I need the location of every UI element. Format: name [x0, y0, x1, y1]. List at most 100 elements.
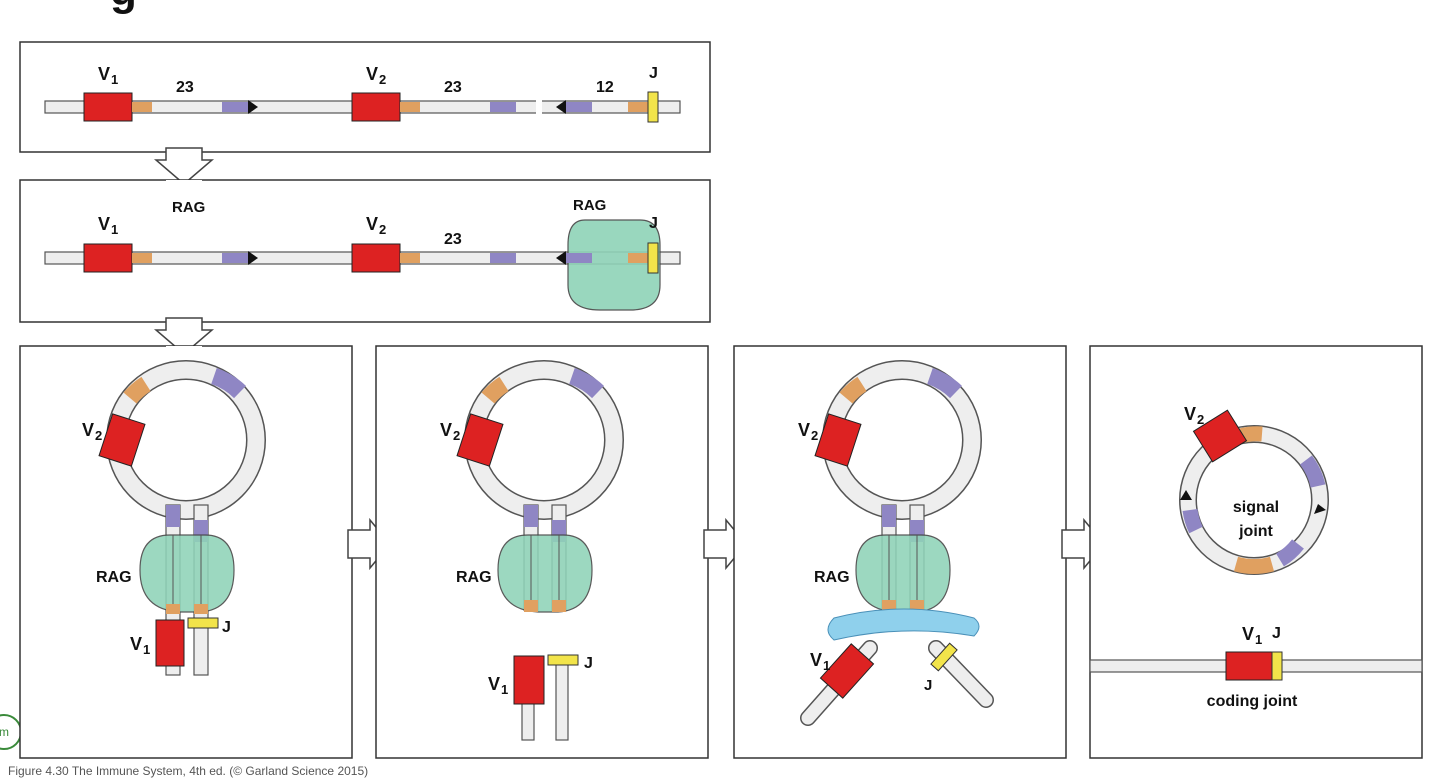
v1-label: V: [98, 214, 110, 234]
rss-arrow-icon: [556, 251, 566, 265]
v2-segment: [814, 413, 862, 467]
nonamer: [222, 102, 248, 112]
arrow-down-icon: [153, 317, 215, 355]
nonamer: [566, 102, 592, 112]
v1-subscript: 1: [1255, 632, 1262, 647]
rag-label: RAG: [573, 197, 606, 214]
rag-label: RAG: [456, 569, 492, 586]
panel-4: V 2 RAG V 1 J: [375, 345, 709, 759]
dna-end: [555, 659, 569, 741]
figure-caption: Figure 4.30 The Immune System, 4th ed. (…: [8, 764, 369, 778]
v1-segment: [513, 655, 545, 705]
rag-complex: [567, 219, 661, 311]
v2-label: V: [1184, 404, 1196, 424]
v1-label: V: [1242, 624, 1254, 644]
v1-subscript: 1: [111, 222, 118, 237]
v1-segment: [83, 243, 133, 273]
v2-segment: [456, 413, 504, 467]
v2-label: V: [798, 420, 810, 440]
signal-joint-label-line2: joint: [1238, 523, 1273, 540]
v1-label: V: [130, 634, 142, 654]
j-label: J: [649, 65, 658, 82]
signal-joint-label-line1: signal: [1233, 499, 1279, 516]
spacer-23-label: 23: [444, 231, 462, 248]
rag-label: RAG: [814, 569, 850, 586]
v2-label: V: [82, 420, 94, 440]
v1-segment: [819, 643, 875, 699]
panel-2: RAG V 1 V 2 23 RAG J: [19, 179, 711, 323]
page-title-fragment: g: [110, 0, 137, 16]
v1-label: V: [98, 64, 110, 84]
heptamer: [628, 102, 648, 112]
heptamer: [123, 376, 151, 404]
heptamer: [524, 600, 538, 612]
nonamer: [926, 367, 962, 399]
rss-arrow-icon: [1314, 504, 1326, 514]
heptamer: [132, 102, 152, 112]
v2-segment: [98, 413, 146, 467]
nonamer: [1299, 455, 1326, 488]
spacer-23-label: 23: [444, 79, 462, 96]
j-segment: [187, 617, 219, 629]
j-label: J: [584, 655, 593, 672]
panel-3: V 2 RAG V 1 J: [19, 345, 353, 759]
j-segment: [547, 654, 579, 666]
rss-arrow-icon: [1180, 490, 1192, 500]
heptamer: [194, 604, 208, 614]
panel-1: V 1 23 V 2 23 12 J: [19, 41, 711, 153]
v2-subscript: 2: [1197, 412, 1204, 427]
nonamer: [222, 253, 248, 263]
v2-label: V: [366, 64, 378, 84]
heptamer: [400, 253, 420, 263]
v1-label: V: [810, 650, 822, 670]
rag-label: RAG: [172, 199, 205, 216]
j-segment: [647, 91, 659, 123]
spacer-12-label: 12: [596, 79, 614, 96]
j-segment: [1271, 651, 1283, 681]
rag-complex: [855, 534, 951, 613]
spacer-23-label: 23: [176, 79, 194, 96]
v1-label: V: [488, 674, 500, 694]
j-label: J: [222, 619, 231, 636]
v2-segment: [1192, 409, 1248, 463]
heptamer: [400, 102, 420, 112]
heptamer: [481, 376, 509, 404]
panel-6: V 2 signal joint V 1 J coding joint: [1089, 345, 1423, 759]
rss-arrow-icon: [248, 251, 258, 265]
nonamer: [882, 505, 896, 527]
nonamer: [166, 505, 180, 527]
rag-label: RAG: [96, 569, 132, 586]
ku-protein-bar: [827, 608, 980, 641]
j-label: J: [924, 677, 932, 694]
nonamer: [210, 367, 246, 399]
nonamer: [568, 367, 604, 399]
v1-segment: [155, 619, 185, 667]
nonamer: [490, 253, 516, 263]
nonamer: [566, 253, 592, 263]
v1-subscript: 1: [111, 72, 118, 87]
v2-label: V: [440, 420, 452, 440]
heptamer: [1233, 556, 1275, 574]
nonamer: [490, 102, 516, 112]
v2-segment: [351, 92, 401, 122]
v2-subscript: 2: [379, 72, 386, 87]
nonamer: [524, 505, 538, 527]
arrow-down-icon: [153, 147, 215, 185]
v1-segment: [1225, 651, 1273, 681]
j-label: J: [649, 215, 658, 232]
v1-subscript: 1: [823, 658, 830, 673]
v2-subscript: 2: [811, 428, 818, 443]
v1-subscript: 1: [143, 642, 150, 657]
nonamer: [1182, 508, 1203, 534]
j-segment: [930, 642, 958, 672]
rag-complex: [497, 534, 593, 613]
v2-segment: [351, 243, 401, 273]
rss-arrow-icon: [248, 100, 258, 114]
j-segment: [647, 242, 659, 274]
v1-segment: [83, 92, 133, 122]
heptamer: [839, 376, 867, 404]
strand-break: [536, 100, 542, 116]
j-label: J: [1272, 625, 1281, 642]
nonamer: [1275, 539, 1304, 567]
